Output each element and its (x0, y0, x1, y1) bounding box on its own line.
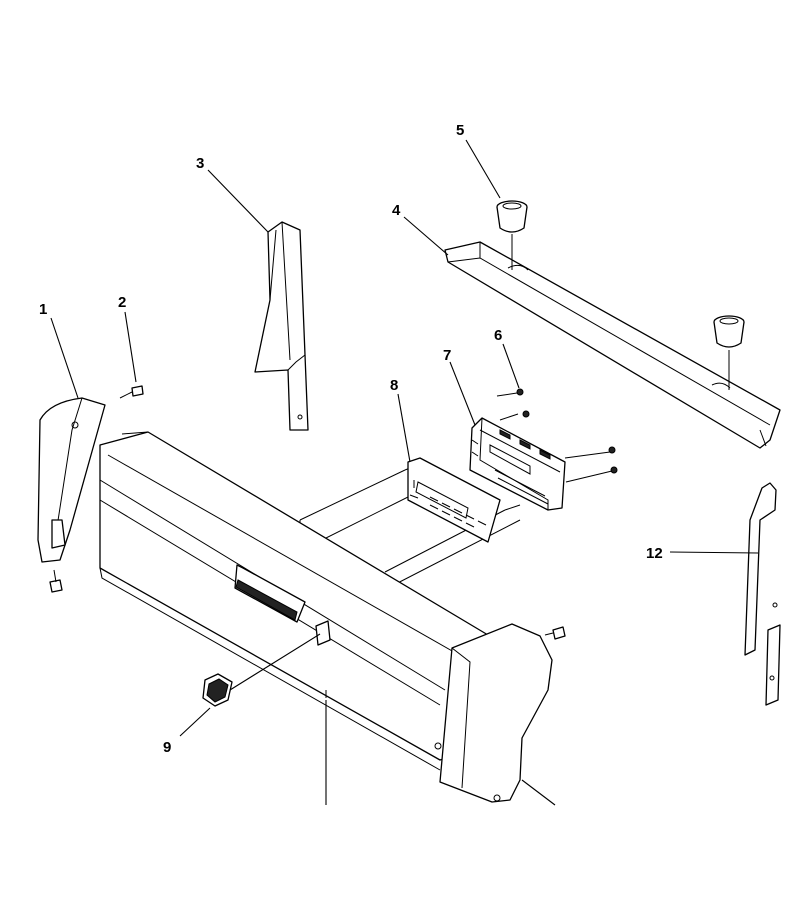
callout-9: 9 (163, 739, 171, 756)
screw-right (544, 626, 566, 640)
callout-5: 5 (456, 122, 464, 139)
leader-lines (50, 139, 759, 806)
callout-3: 3 (196, 155, 204, 172)
part-1-left-end-cap (37, 397, 106, 563)
callout-2: 2 (118, 294, 126, 311)
callout-8: 8 (390, 377, 398, 394)
part-2-screw-upper (119, 385, 144, 399)
callout-12: 12 (646, 545, 663, 562)
part-3-bracket (254, 221, 309, 431)
part-5-cup-upper (496, 200, 528, 270)
callout-4: 4 (392, 202, 401, 219)
part-2-screw-lower (49, 569, 63, 593)
part-4-rail (444, 241, 781, 449)
part-5-cup-lower (713, 315, 745, 390)
display-window-opening (234, 564, 306, 623)
part-7-electronic-control (469, 417, 566, 511)
callout-6: 6 (494, 327, 502, 344)
callout-labels: 1 2 3 4 5 6 7 8 9 12 (39, 122, 663, 756)
part-12-side-bracket (744, 482, 781, 706)
right-end-cap (439, 623, 553, 803)
callout-7: 7 (443, 347, 451, 364)
part-6-screws (496, 388, 618, 483)
callout-1: 1 (39, 301, 47, 318)
switch-opening (315, 620, 331, 646)
part-8-overlay (407, 457, 501, 543)
part-9-rocker-switch (202, 673, 233, 707)
